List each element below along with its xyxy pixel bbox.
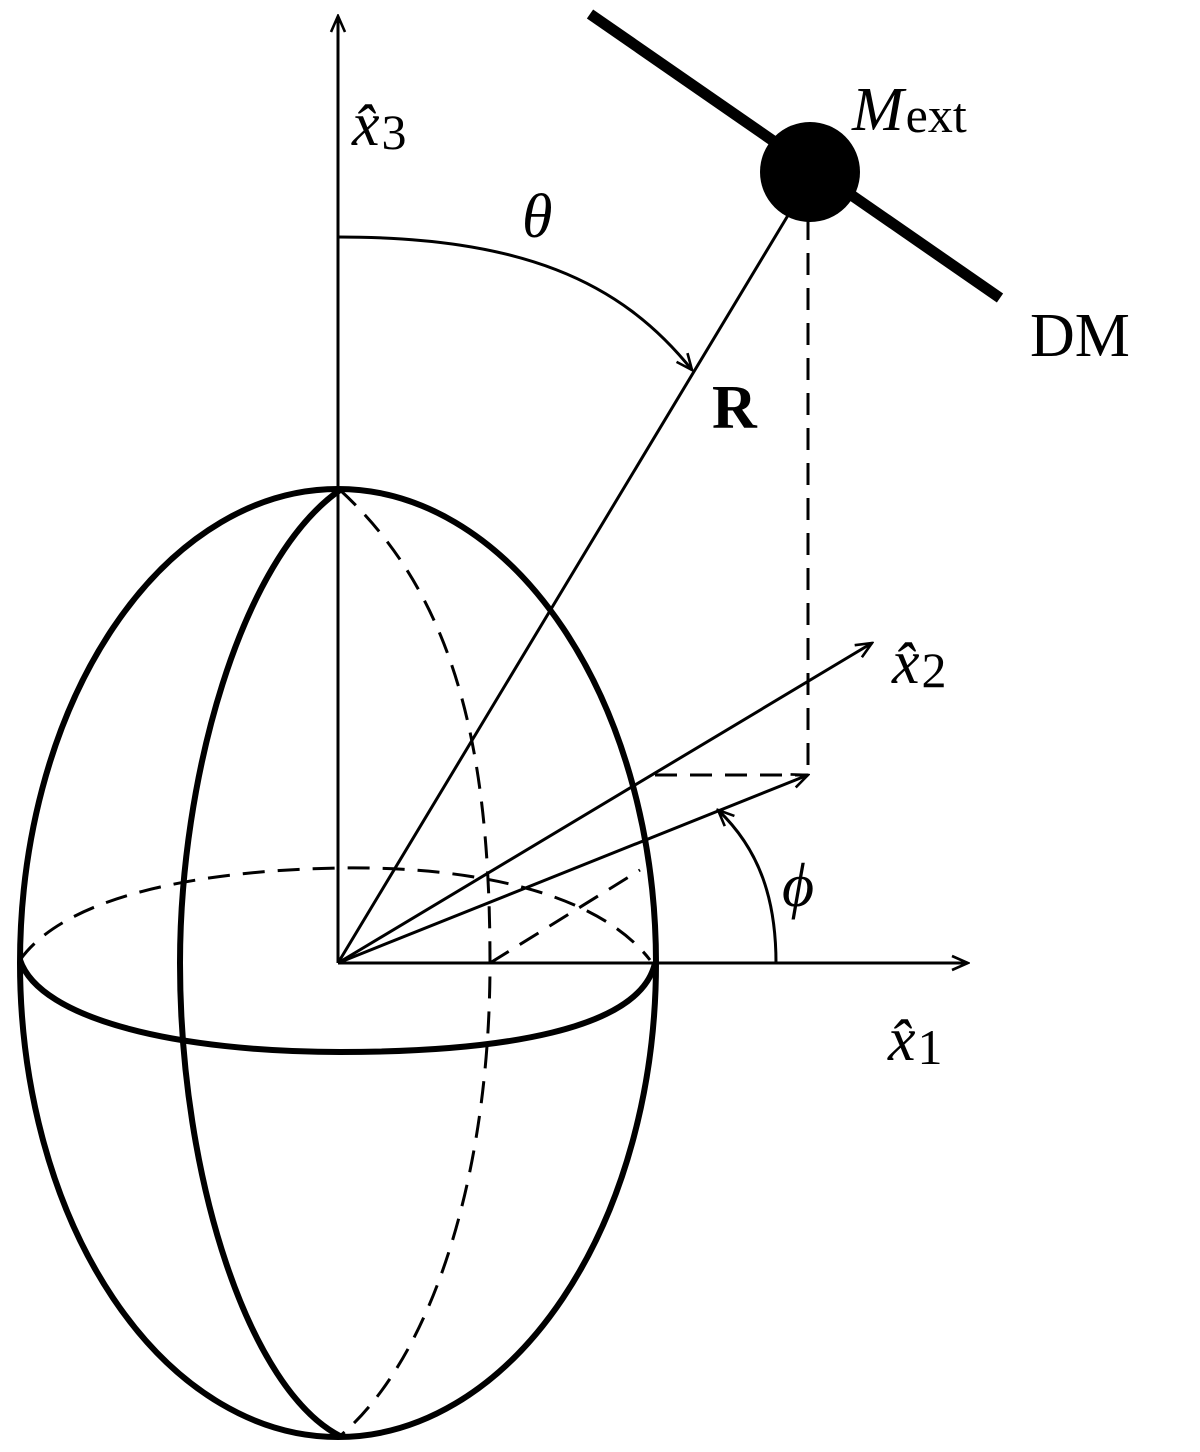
axis-x2-label-sub: 2 [922,642,947,698]
phi-arc [718,810,778,964]
axis-x2-line [337,643,872,965]
external-mass-dot [760,122,860,222]
r-vector-line [336,211,792,964]
mass-label: Mext [851,76,967,144]
phi-label: ϕ [782,852,814,920]
theta-arc [337,235,692,370]
axis-x1-label-base: x̂ [887,1006,916,1074]
hidden-lines [18,218,810,1438]
front-meridian [176,487,342,1439]
dm-label: DM [1030,302,1130,370]
r-vector-label: R [712,374,758,442]
hidden-equator-back [18,866,652,961]
axis-x3-label: x̂3 [351,91,407,160]
axis-x1-label: x̂1 [887,1006,943,1075]
mass-label-base: M [851,76,907,144]
theta-label: θ [522,183,552,251]
axis-x3-label-base: x̂ [351,91,380,159]
labels: x̂3 x̂2 x̂1 θ ϕ R Mext DM [351,76,1130,1075]
axis-x2-label-base: x̂ [891,629,920,697]
axes [338,16,968,963]
axis-x2-label: x̂2 [891,629,947,698]
axis-x3-label-sub: 3 [382,104,407,160]
front-equator [17,958,658,1056]
axis-x1-label-sub: 1 [918,1019,943,1075]
mass-label-sub: ext [906,87,967,143]
projection-vector [337,775,808,965]
phi-drop-line [489,868,641,965]
